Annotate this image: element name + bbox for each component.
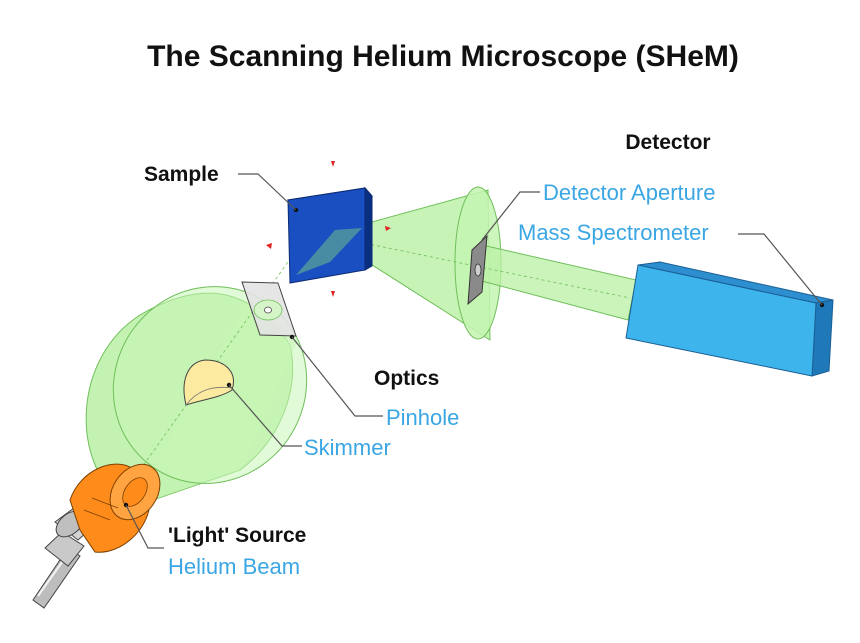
- leader-lines: [125, 173, 823, 549]
- label-detector: Detector: [625, 131, 710, 154]
- label-light-source: 'Light' Source: [168, 524, 306, 547]
- skimmer: [183, 359, 234, 406]
- leader-light-source: [125, 504, 164, 549]
- label-sample: Sample: [144, 163, 219, 186]
- pinhole-plate: [241, 281, 297, 340]
- leader-sample: [238, 173, 297, 211]
- leader-skimmer: [228, 384, 302, 447]
- leader-mass-spectrometer: [738, 233, 823, 306]
- helium-source: [32, 463, 161, 609]
- detector-aperture: [467, 234, 488, 306]
- sample-block: [286, 186, 373, 284]
- mass-spectrometer: [625, 261, 834, 377]
- scan-arrows: [266, 161, 391, 297]
- label-detector-aperture: Detector Aperture: [543, 180, 715, 205]
- diagram-title: The Scanning Helium Microscope (SHeM): [147, 40, 739, 73]
- leader-pinhole: [291, 336, 383, 417]
- label-helium-beam: Helium Beam: [168, 554, 300, 579]
- label-mass-spectrometer: Mass Spectrometer: [518, 220, 709, 245]
- leader-detector-aperture: [481, 191, 540, 241]
- label-pinhole: Pinhole: [386, 405, 459, 430]
- label-skimmer: Skimmer: [304, 435, 391, 460]
- label-optics: Optics: [374, 367, 439, 390]
